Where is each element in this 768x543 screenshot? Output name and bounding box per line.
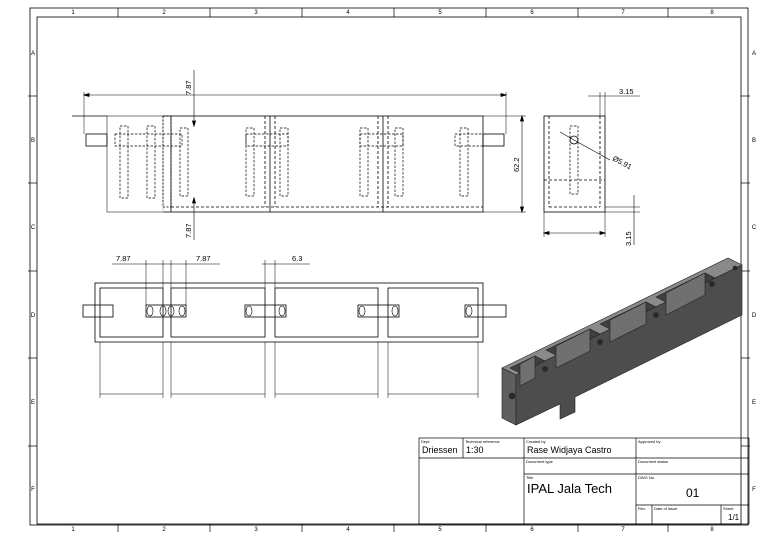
zone-row-left-a: A: [31, 51, 35, 57]
zone-col-bottom-5: 5: [438, 527, 442, 533]
tb-date: Date of issue: [652, 505, 721, 524]
outer-frame: [29, 7, 749, 526]
zone-col-top-4: 4: [346, 10, 350, 16]
tb-dwg-value: 01: [686, 486, 700, 500]
dim-hole-dia: Ø5.91: [611, 154, 633, 172]
zone-col-bottom-7: 7: [621, 527, 625, 533]
tb-doctype-label: Document type: [526, 459, 553, 464]
zone-col-bottom-2: 2: [162, 527, 166, 533]
zone-row-right-d: D: [752, 313, 757, 319]
dim-height: 62.2: [512, 157, 521, 172]
tb-sheet: Sheet 1/1: [721, 505, 749, 524]
zone-labels: 1 2 3 4 5 6 7 8 1 2 3 4 5 6 7 8 A B C D …: [31, 10, 757, 533]
zone-col-top-7: 7: [621, 10, 625, 16]
zone-col-top-5: 5: [438, 10, 442, 16]
dim-right-wall: 3.15: [619, 87, 634, 96]
zone-col-top-3: 3: [254, 10, 258, 16]
zone-col-top-1: 1: [71, 10, 75, 16]
tb-title-label: Title: [526, 475, 534, 480]
tb-docstatus-label: Document status: [638, 459, 669, 464]
dim-plan-b: 7.87: [196, 254, 211, 263]
zone-col-bottom-8: 8: [710, 527, 714, 533]
zone-row-right-e: E: [752, 400, 756, 406]
tb-title-value: IPAL Jala Tech: [527, 481, 613, 496]
zone-col-bottom-4: 4: [346, 527, 350, 533]
zone-row-left-d: D: [31, 313, 36, 319]
dim-top-width: 7.87: [184, 80, 193, 95]
tb-created-value: Rase Widjaya Castro: [527, 445, 612, 455]
tb-approved: Approved by: [636, 438, 749, 458]
tb-sheet-label: Sheet: [723, 506, 734, 511]
tb-techref-value: 1:30: [466, 445, 484, 455]
zone-col-top-6: 6: [530, 10, 534, 16]
tb-created-label: Created by: [526, 439, 546, 444]
isometric-view: [501, 257, 743, 426]
dim-bottom-wall: 3.15: [624, 231, 633, 246]
tb-date-label: Date of issue: [654, 506, 678, 511]
tb-dwg-label: DWG No.: [638, 475, 656, 480]
tb-approved-label: Approved by: [638, 439, 661, 444]
zone-row-left-e: E: [31, 400, 35, 406]
front-view: [72, 70, 526, 240]
zone-col-top-2: 2: [162, 10, 166, 16]
tb-techref-label: Technical reference: [465, 439, 500, 444]
zone-row-right-f: F: [752, 487, 756, 493]
tb-dwg: DWG No. 01: [636, 474, 749, 505]
tb-dept-value: Driessen: [422, 445, 458, 455]
dim-plan-a: 7.87: [116, 254, 131, 263]
zone-col-bottom-1: 1: [71, 527, 75, 533]
zone-row-left-f: F: [31, 487, 35, 493]
tb-techref: Technical reference 1:30: [463, 438, 524, 458]
zone-ticks: [28, 8, 750, 532]
tb-rev: Rev.: [636, 505, 652, 524]
tb-title: Title IPAL Jala Tech: [524, 474, 636, 524]
zone-row-right-a: A: [752, 51, 756, 57]
zone-row-right-c: C: [752, 225, 757, 231]
zone-col-bottom-3: 3: [254, 527, 258, 533]
zone-col-bottom-6: 6: [530, 527, 534, 533]
tb-rev-label: Rev.: [638, 506, 646, 511]
tb-sheet-value: 1/1: [728, 513, 740, 522]
title-block-grid: [418, 437, 750, 525]
dim-left-gap: 7.87: [184, 223, 193, 238]
side-view: [542, 92, 640, 245]
zone-col-top-8: 8: [710, 10, 714, 16]
zone-row-right-b: B: [752, 138, 756, 144]
dim-plan-c: 6.3: [292, 254, 302, 263]
plan-view: [82, 260, 507, 398]
zone-row-left-b: B: [31, 138, 35, 144]
tb-dept-label: Dept.: [421, 439, 431, 444]
dimension-labels: 7.87 3.15 Ø5.91 62.2 3.15 7.87 7.87 7.87…: [116, 80, 634, 263]
tb-created: Created by Rase Widjaya Castro: [524, 438, 636, 458]
zone-row-left-c: C: [31, 225, 36, 231]
tb-doctype: Document type: [524, 458, 636, 474]
tb-dept: Dept. Driessen: [419, 438, 463, 458]
tb-docstatus: Document status: [636, 458, 749, 474]
